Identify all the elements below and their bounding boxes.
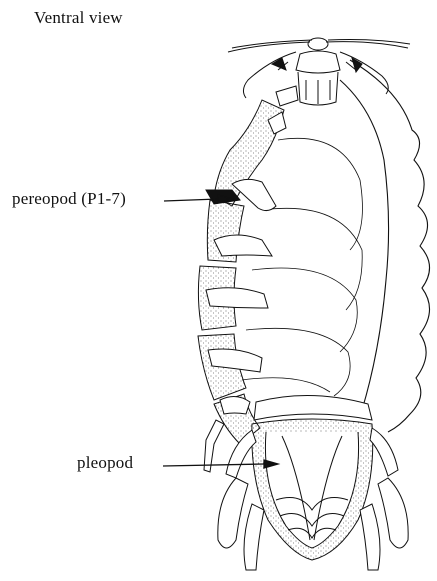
pereopod-label: pereopod (P1-7) [12, 189, 126, 209]
antennae [228, 40, 410, 99]
figure-title: Ventral view [34, 8, 123, 28]
pleopod-label: pleopod [77, 453, 133, 473]
pleopod-arrow-line [163, 464, 264, 466]
